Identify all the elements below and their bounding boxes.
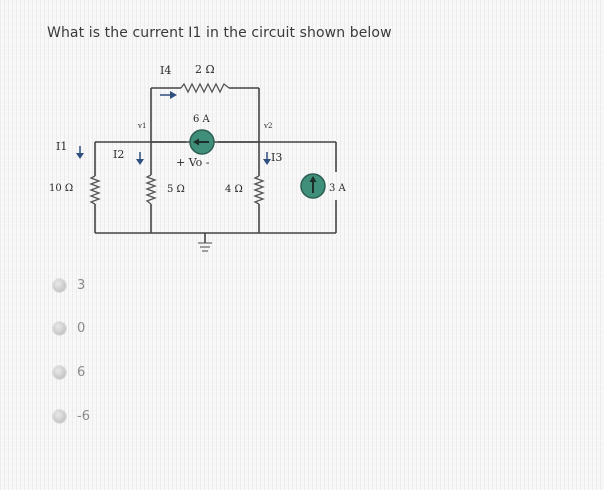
question-text: What is the current I1 in the circuit sh… [47, 25, 392, 41]
i1-arrow-icon [76, 146, 84, 159]
label-source-3a: 3 A [329, 183, 347, 194]
radio-option-3[interactable] [53, 279, 66, 292]
current-source-6a-icon [189, 129, 215, 155]
radio-option-6[interactable] [53, 366, 66, 379]
node-mark-right: v2 [263, 122, 272, 130]
label-i2: I2 [113, 148, 124, 161]
resistor-2-ohm-icon [180, 82, 230, 94]
label-r-10: 10 Ω [49, 183, 73, 194]
resistor-5-ohm-icon [145, 174, 157, 205]
label-vo: + Vo - [176, 156, 210, 169]
label-r-4: 4 Ω [225, 184, 243, 195]
option-label: 6 [77, 365, 86, 380]
label-i1: I1 [56, 140, 67, 153]
ground-icon [198, 242, 212, 252]
option-6[interactable]: 6 [53, 365, 85, 380]
i4-arrow-icon [160, 91, 177, 99]
option-label: -6 [77, 409, 90, 424]
resistor-4-ohm-icon [253, 175, 265, 205]
radio-option-0[interactable] [53, 322, 66, 335]
label-r-5: 5 Ω [167, 184, 185, 195]
radio-option-minus-6[interactable] [53, 410, 66, 423]
node-mark-left: v1 [137, 122, 146, 130]
label-source-6a: 6 A [193, 114, 211, 125]
label-i3: I3 [271, 151, 282, 164]
option-0[interactable]: 0 [53, 321, 85, 336]
option-label: 3 [77, 278, 86, 293]
label-i4: I4 [160, 64, 171, 77]
i2-arrow-icon [136, 152, 144, 165]
label-r-2: 2 Ω [195, 63, 215, 76]
resistor-10-ohm-icon [89, 175, 101, 205]
option-3[interactable]: 3 [53, 278, 85, 293]
i3-arrow-icon [263, 152, 271, 165]
option-minus-6[interactable]: -6 [53, 409, 90, 424]
option-label: 0 [77, 321, 86, 336]
circuit-wires [94, 87, 337, 243]
current-source-3a-icon [300, 173, 326, 199]
